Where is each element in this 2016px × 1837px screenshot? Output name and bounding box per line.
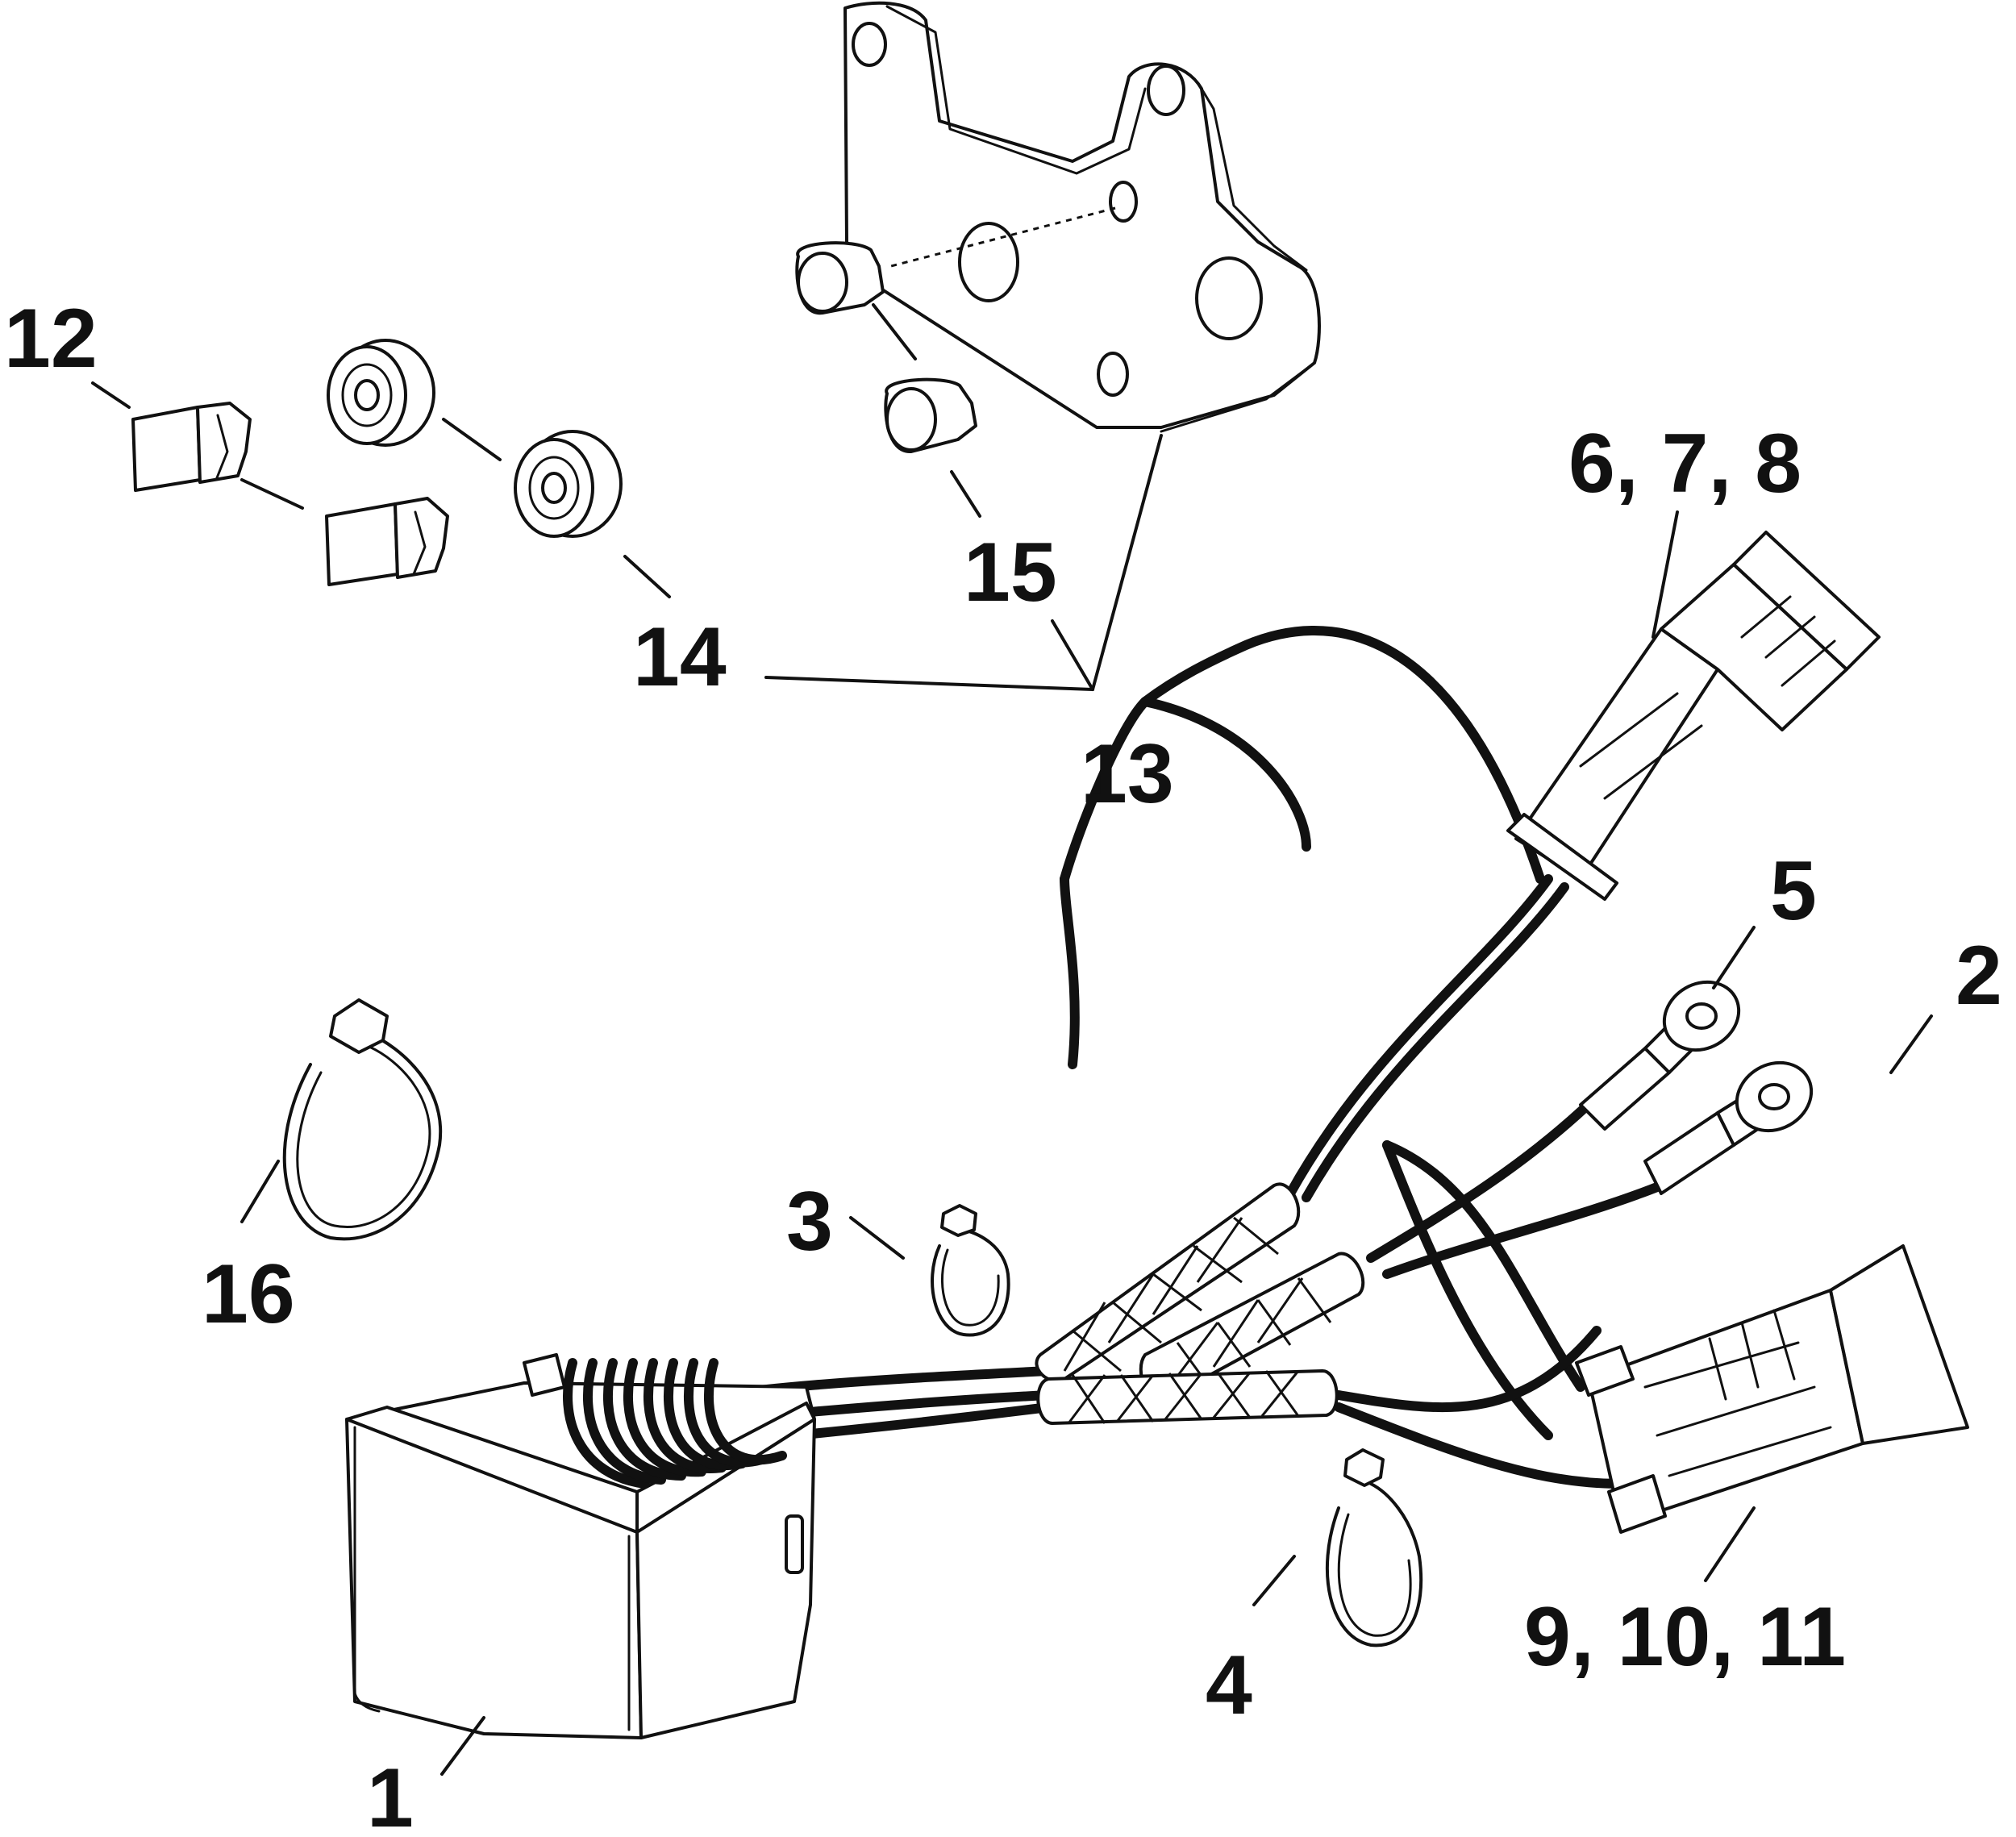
leader-lines bbox=[91, 381, 1933, 1776]
ring-terminal-5 bbox=[1579, 980, 1741, 1131]
braided-sleeve-lower bbox=[1036, 1368, 1339, 1426]
pin-lower bbox=[884, 377, 977, 454]
callout-3: 3 bbox=[786, 1175, 833, 1268]
grommet-upper bbox=[327, 339, 435, 447]
callout-13: 13 bbox=[1081, 727, 1174, 821]
clip-upper bbox=[131, 402, 252, 492]
pin-upper bbox=[795, 241, 885, 315]
connector-6-7-8 bbox=[1506, 531, 1881, 901]
control-module bbox=[345, 1353, 816, 1739]
callout-4: 4 bbox=[1206, 1639, 1252, 1732]
braided-sleeve-upper bbox=[1035, 1182, 1301, 1383]
grommet-lower bbox=[514, 430, 623, 538]
callout-15: 15 bbox=[964, 526, 1057, 619]
callout-16: 16 bbox=[202, 1248, 295, 1341]
ring-terminal-2 bbox=[1643, 1060, 1814, 1195]
callout-2: 2 bbox=[1956, 929, 2002, 1023]
callout-5: 5 bbox=[1770, 844, 1817, 938]
cable-tie-4 bbox=[1325, 1448, 1423, 1647]
callout-1: 1 bbox=[367, 1752, 414, 1837]
mounting-bracket bbox=[843, 1, 1321, 433]
callout-14: 14 bbox=[633, 610, 727, 704]
connector-9-10-11 bbox=[1575, 1244, 1969, 1534]
clip-lower bbox=[325, 497, 449, 586]
callout-9-10-11: 9, 10, 11 bbox=[1524, 1590, 1846, 1684]
cable-tie-3 bbox=[931, 1204, 1010, 1337]
callout-12: 12 bbox=[4, 292, 98, 385]
callout-6-7-8: 6, 7, 8 bbox=[1568, 417, 1801, 510]
cable-tie-16 bbox=[282, 998, 443, 1241]
